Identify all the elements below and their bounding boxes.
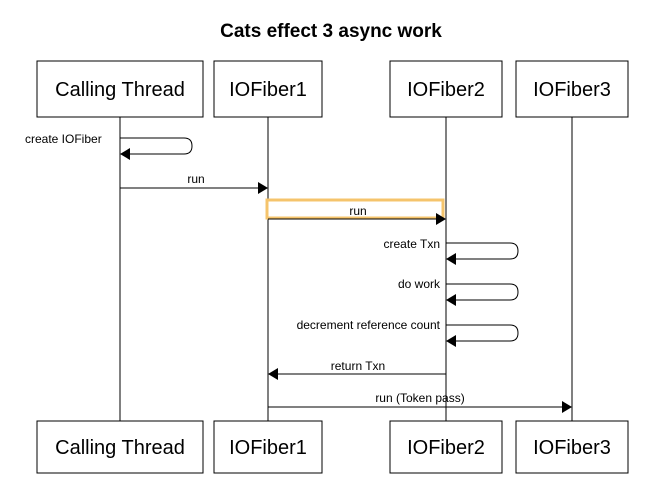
participant-label: IOFiber3 — [533, 79, 611, 101]
message-label: run — [349, 204, 366, 218]
message-label: create IOFiber — [25, 132, 102, 146]
participant-calling-thread-top: Calling Thread — [36, 60, 204, 118]
participant-iofiber2-top: IOFiber2 — [389, 60, 503, 118]
message-label: run — [187, 172, 204, 186]
message-run-1: run — [120, 172, 268, 194]
message-run-token-pass: run (Token pass) — [268, 391, 572, 413]
diagram-title: Cats effect 3 async work — [220, 21, 442, 42]
participant-calling-thread-bottom: Calling Thread — [36, 420, 204, 474]
message-label: run (Token pass) — [375, 391, 464, 405]
participant-label: Calling Thread — [55, 79, 185, 101]
participant-iofiber3-top: IOFiber3 — [515, 60, 629, 118]
message-do-work: do work — [398, 277, 519, 306]
message-create-txn: create Txn — [384, 237, 519, 265]
message-run-2: run — [268, 204, 446, 225]
participant-label: IOFiber1 — [229, 79, 307, 101]
participant-label: IOFiber2 — [407, 437, 485, 459]
message-label: do work — [398, 277, 441, 291]
message-return-txn: return Txn — [268, 359, 446, 380]
participant-iofiber1-bottom: IOFiber1 — [213, 420, 323, 474]
participant-iofiber2-bottom: IOFiber2 — [389, 420, 503, 474]
participant-iofiber3-bottom: IOFiber3 — [515, 420, 629, 474]
highlight-box — [265, 198, 445, 220]
message-create-iofiber: create IOFiber — [25, 132, 193, 160]
message-label: create Txn — [384, 237, 440, 251]
participant-iofiber1-top: IOFiber1 — [213, 60, 323, 118]
message-decrement-reference-count: decrement reference count — [297, 318, 519, 347]
message-label: decrement reference count — [297, 318, 441, 332]
participant-label: IOFiber1 — [229, 437, 307, 459]
participant-label: IOFiber3 — [533, 437, 611, 459]
participant-label: IOFiber2 — [407, 79, 485, 101]
participant-label: Calling Thread — [55, 437, 185, 459]
message-label: return Txn — [331, 359, 385, 373]
